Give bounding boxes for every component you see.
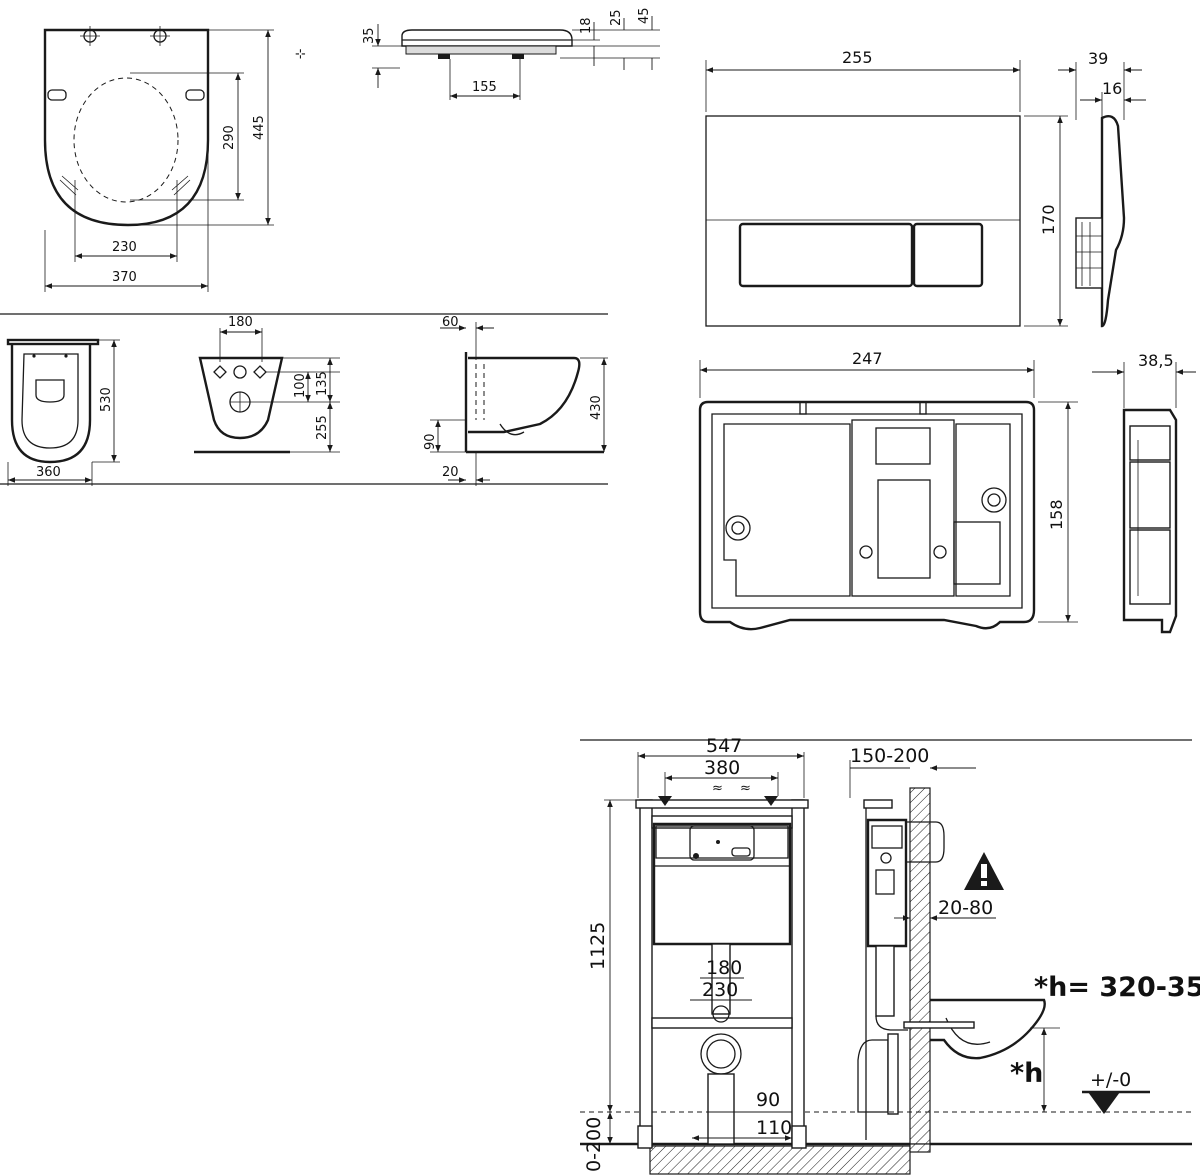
dim-install-depth: 150-200 [850,745,929,767]
dim-install-380: 380 [704,757,740,779]
bowl-back-view: 180 100 135 255 [194,315,340,454]
dim-install-height: 1125 [587,922,609,970]
mounting-frame-front: 247 158 [698,349,1078,631]
dim-install-90: 90 [756,1089,780,1111]
dim-bowl-180: 180 [228,315,253,330]
dim-plate-thickness: 16 [1102,79,1122,98]
dim-install-width: 547 [706,735,742,757]
dim-plate-width: 255 [842,48,873,67]
installation-frame-side: 150-200 20-80 *h= 320-350 *h +/-0 [849,745,1200,1153]
dim-plate-depth: 39 [1088,49,1108,68]
dim-bowl-20: 20 [442,465,459,480]
svg-text:≈: ≈ [740,781,751,796]
svg-text:≈: ≈ [712,781,723,796]
dim-seat-inner-h: 290 [222,125,237,150]
dim-install-110: 110 [756,1117,792,1139]
floor-level-label: +/-0 [1090,1069,1131,1091]
dim-seat-18: 18 [579,17,594,34]
dim-install-0200: 0-200 [583,1117,605,1172]
mounting-frame-side: 38,5 [1092,351,1196,634]
dim-bowl-100: 100 [293,373,308,398]
dim-seat-width: 370 [112,270,137,285]
seat-side-view: 155 35 18 25 45 [362,7,660,100]
seat-top-view: 370 230 290 445 ⊹ [43,26,306,292]
dim-wall-thickness: 20-80 [938,897,993,919]
flush-plate-side: 39 16 [1058,49,1146,328]
dim-frame-depth: 38,5 [1138,351,1174,370]
floor-level-triangle [1088,1092,1120,1114]
height-mark-label: *h [1010,1058,1043,1089]
flush-plate-front: 255 170 [705,48,1068,327]
dim-frame-width: 247 [852,349,883,368]
dim-install-230: 230 [702,979,738,1001]
height-range-label: *h= 320-350 [1034,972,1200,1003]
bowl-top-view: 360 530 [6,338,120,486]
dim-bowl-60: 60 [442,315,459,330]
dim-install-180: 180 [706,957,742,979]
dim-bowl-135: 135 [315,371,330,396]
dim-bowl-90: 90 [423,433,438,450]
dim-bowl-length: 530 [99,387,114,412]
dim-seat-155: 155 [472,80,497,95]
dim-seat-inner: 230 [112,240,137,255]
bowl-side-view: 60 90 20 430 [423,315,608,486]
small-cross-mark: ⊹ [295,47,306,62]
dim-frame-height: 158 [1047,499,1066,530]
dim-plate-height: 170 [1039,204,1058,235]
dim-bowl-width: 360 [36,465,61,480]
dim-seat-45: 45 [637,7,652,24]
installation-frame-front: ≈ ≈ 547 380 1125 0-200 180 230 90 110 [580,735,1192,1175]
dim-bowl-430: 430 [589,395,604,420]
dim-seat-35: 35 [362,27,377,44]
dim-bowl-255: 255 [315,415,330,440]
dim-seat-total-h: 445 [252,115,267,140]
dim-seat-25: 25 [609,9,624,26]
